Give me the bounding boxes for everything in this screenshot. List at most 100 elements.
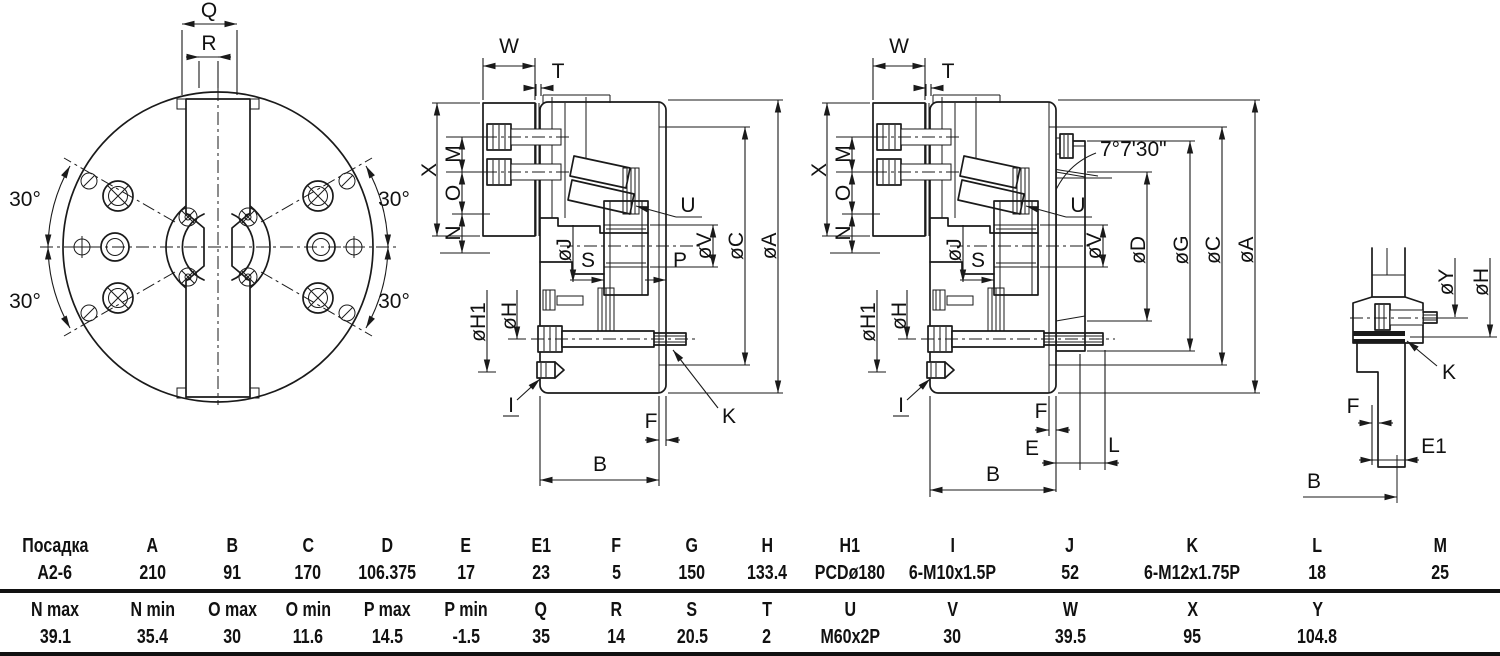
dim-u-b: U [1025,194,1092,218]
col-header: E [460,535,472,557]
col-header: Q [534,599,548,621]
col-header: E1 [531,535,551,557]
table-value: 91 [223,562,242,584]
dim-label-h: øH [498,302,521,330]
dim-mon-a: M O N [440,136,490,254]
dim-label-o-b: O [832,185,855,201]
col-header: H1 [839,535,861,557]
dim-label-u: U [680,194,695,217]
dim-label-t: T [552,60,565,83]
col-header: O max [208,599,257,621]
table-value: 210 [139,562,166,584]
table-value: 30 [223,625,242,648]
section-view-a: W T X M O N øH1 øH øJ S P [418,35,783,486]
dim-f-a: F [645,396,680,486]
front-view: 30° 30° 30° 30° Q R [9,0,410,405]
dim-f-b: F [1035,396,1070,492]
section-view-b: W T X M O N øH1 øH øJ S U [808,35,1260,497]
col-header: O min [285,599,331,621]
table-value: 25 [1431,562,1449,584]
dim-label-s: S [581,249,595,272]
table-value: 35 [532,625,550,648]
dim-v-a: øV [650,224,718,268]
col-header: N max [30,599,80,621]
drawing-canvas: 30° 30° 30° 30° Q R [9,0,1497,503]
dim-label-x-b: X [808,163,831,177]
dim-j-a: øJ [553,225,577,282]
dim-label-w-b: W [889,35,909,58]
table-value: 17 [457,562,475,584]
jaw-bolt-2 [484,158,572,186]
lower-mechanism [542,287,615,337]
front-centerlines [40,88,396,405]
dim-label-h1-b: øH1 [857,302,880,342]
dim-x-a: X [418,102,480,237]
dim-y-detail: øY [1430,258,1468,319]
jaw-nut-bar [1352,247,1424,503]
dim-label-u-b: U [1070,194,1085,217]
dim-label-b: B [593,453,607,476]
angle-label-upper-left: 30° [9,188,41,211]
dim-label-k-detail: K [1442,361,1456,384]
col-header: P max [363,599,411,621]
dim-x-b: X [808,102,870,237]
dim-label-t-b: T [942,60,955,83]
dim-s-b: S [960,249,994,284]
dim-label-f-detail: F [1347,395,1360,418]
col-header: Y [1312,599,1323,621]
table-value [1380,622,1500,652]
diagonal-mount-holes [80,172,356,322]
table-value: M60x2P [820,625,880,648]
table-value: 5 [612,562,621,584]
dimension-table: Посадка A B C D E E1 F G H H1 I J K L M … [0,530,1500,656]
col-header: M [1433,535,1447,557]
col-header: P min [444,599,488,621]
dim-label-h1: øH1 [467,302,490,342]
col-header: C [302,535,314,557]
table-value: PCDø180 [814,562,886,584]
dim-p-a: P [645,249,687,284]
mount-bolt-b [921,325,1115,353]
dim-h-detail: øH [1410,258,1497,338]
dim-j-b: øJ [943,225,967,282]
dim-label-i: I [508,394,514,417]
table-value: 14 [607,625,626,648]
dim-h1-b: øH1 [857,290,886,373]
table-value: 20.5 [676,625,708,648]
table-header-row-1: Посадка A B C D E E1 F G H H1 I J K L M [0,530,1500,558]
dim-label-h-b: øH [888,302,911,330]
dim-label-b-b: B [986,463,1000,486]
jaw-assembly [482,102,572,237]
dim-label-c: øC [725,232,748,260]
dim-w-a: W [482,35,536,100]
col-header: V [947,599,958,621]
dim-e1-detail: E1 [1359,435,1447,464]
leader-i-a: I [503,378,541,417]
dim-c-a: øC [661,126,750,366]
leader-i-b: I [893,378,931,417]
dim-label-y-detail: øY [1435,269,1458,296]
guideway-and-wedge-b [929,94,1039,275]
dim-t-b: T [913,60,955,96]
dim-label-b-detail: B [1307,470,1321,493]
col-header: W [1062,599,1078,621]
dim-label-n: N [442,225,465,240]
table-value: 39.1 [39,625,71,648]
dim-label-j: øJ [553,238,576,261]
dim-label-p: P [673,249,687,272]
dim-label-g-b: øG [1170,235,1193,264]
dim-b-detail: B [1303,470,1397,501]
angle-dim-arcs [45,165,391,329]
col-header: X [1187,599,1198,621]
table-value: -1.5 [452,625,480,648]
table-value: 95 [1183,625,1202,648]
leader-k-a: K [672,349,736,428]
leader-k-detail: K [1406,340,1456,384]
center-bore-arcs [181,213,255,281]
table-value: 52 [1061,562,1079,584]
dim-a-b: øA [1058,99,1260,394]
dim-label-s-b: S [971,249,985,272]
center-boss [560,200,700,296]
table-value: 104.8 [1297,625,1338,648]
